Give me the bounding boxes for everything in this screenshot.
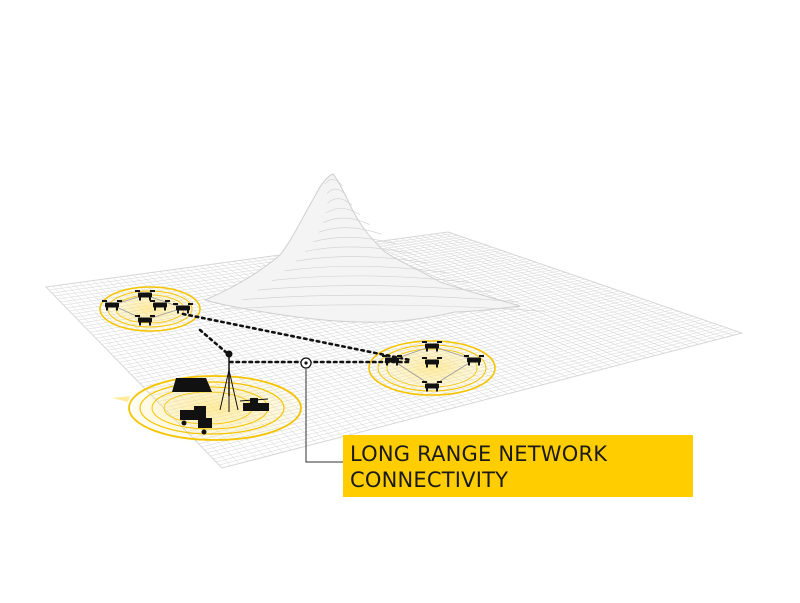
vehicle-icon <box>180 406 212 435</box>
tent-icon <box>172 378 212 392</box>
signal-rings-right <box>366 338 498 398</box>
callout-leader-line <box>305 369 343 463</box>
antenna-mast-icon <box>219 350 239 412</box>
callout-label: LONG RANGE NETWORK CONNECTIVITY <box>343 435 693 497</box>
signal-rings-base <box>112 372 307 444</box>
callout-line-1: LONG RANGE NETWORK <box>350 442 608 466</box>
drone-swarm-icon <box>382 341 484 392</box>
vehicle-icon <box>239 398 269 411</box>
relay-node-icon <box>300 357 312 369</box>
drone-swarm-icon <box>102 290 193 326</box>
mountain-peak <box>203 173 546 323</box>
callout-line-2: CONNECTIVITY <box>350 468 509 492</box>
network-links <box>181 312 412 364</box>
